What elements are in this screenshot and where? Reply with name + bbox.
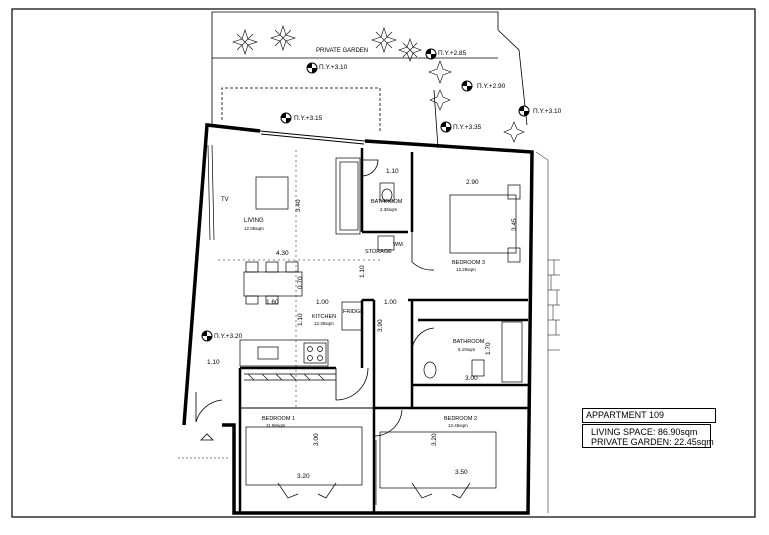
dimension-label: 1.10	[386, 168, 399, 175]
level-label: Π.Υ.+3.15	[294, 115, 323, 122]
dimension-label: 1.10	[207, 359, 220, 366]
storage-label: STORAGE	[365, 249, 392, 255]
doors	[195, 159, 435, 441]
level-label: Π.Υ.+3.20	[214, 333, 243, 340]
room-name: KITCHEN	[312, 314, 336, 320]
level-marker	[425, 48, 437, 60]
apartment-title-box: APPARTMENT 109	[582, 408, 716, 423]
level-markers	[201, 48, 530, 342]
room-name: BEDROOM 3	[452, 260, 485, 266]
level-label: Π.Υ.+3.35	[453, 124, 482, 131]
room-name: BATHROOM	[453, 339, 485, 345]
garden-plants	[232, 25, 525, 143]
level-label: Π.Υ.+2.85	[438, 50, 467, 57]
level-label: Π.Υ.+3.10	[533, 108, 562, 115]
tv-label: TV	[221, 197, 229, 203]
wall-hatching	[178, 151, 560, 513]
level-labels: Π.Υ.+2.85 Π.Υ.+3.10 Π.Υ.+2.90 Π.Υ.+3.10 …	[214, 50, 562, 340]
room-area: 12.30sqm	[314, 321, 334, 326]
fridge-label: FRIDGE	[343, 309, 364, 315]
dimension-label: 3.45	[511, 218, 518, 231]
area-summary-box: LIVING SPACE: 86.90sqm PRIVATE GARDEN: 2…	[582, 424, 714, 448]
room-area: 2.36sqm	[380, 207, 398, 212]
dimension-label: 3.40	[295, 199, 302, 212]
dimension-label: 3.00	[465, 375, 478, 382]
garden-outline	[211, 11, 528, 149]
dimension-labels: 3.40 4.30 1.10 2.90 3.45 0.70 1.10 1.60 …	[207, 168, 518, 480]
room-area: 5.10sqm	[458, 347, 476, 352]
dimension-label: 1.00	[384, 299, 397, 306]
level-marker	[306, 62, 318, 74]
room-name: BEDROOM 1	[262, 416, 295, 422]
dimension-label: 1.00	[316, 299, 329, 306]
room-area: 11.56sqm	[266, 423, 286, 428]
dimension-label: 0.70	[297, 276, 304, 289]
garden-label: PRIVATE GARDEN	[316, 48, 368, 54]
room-name: BATHROOM	[371, 199, 403, 205]
wm-label: WM	[393, 242, 403, 248]
living-space-text: LIVING SPACE: 86.90sqm	[591, 427, 698, 437]
dimension-label: 3.90	[377, 319, 384, 332]
level-marker	[280, 112, 292, 124]
room-labels: LIVING 12.05sqm TV BATHROOM 2.36sqm BEDR…	[221, 197, 485, 428]
level-marker	[201, 330, 213, 342]
level-label: Π.Υ.+2.90	[477, 83, 506, 90]
room-area: 12.28sqm	[456, 267, 476, 272]
dimension-label: 1.10	[359, 265, 366, 278]
room-name: BEDROOM 2	[444, 416, 477, 422]
dimension-label: 1.70	[485, 342, 492, 355]
level-marker	[518, 105, 530, 117]
level-label: Π.Υ.+3.10	[319, 64, 348, 71]
level-marker	[440, 121, 452, 133]
level-marker	[461, 80, 473, 92]
dimension-label: 1.10	[297, 313, 304, 326]
room-area: 12.05sqm	[244, 226, 264, 231]
dimension-label: 2.90	[466, 179, 479, 186]
dimension-label: 3.20	[297, 473, 310, 480]
dimension-label: 3.00	[313, 433, 320, 446]
room-area: 12.45sqm	[448, 423, 468, 428]
dimension-label: 1.60	[266, 299, 279, 306]
interior-walls	[238, 148, 528, 513]
exterior-walls	[182, 123, 534, 515]
dimension-label: 3.50	[455, 469, 468, 476]
drawing-frame	[11, 8, 756, 518]
dimension-label: 4.30	[276, 250, 289, 257]
apartment-title: APPARTMENT 109	[586, 410, 665, 420]
room-name: LIVING	[244, 218, 264, 224]
dimension-label: 3.20	[431, 433, 438, 446]
furniture	[207, 144, 523, 505]
private-garden-text: PRIVATE GARDEN: 22.45sqm	[591, 437, 714, 447]
